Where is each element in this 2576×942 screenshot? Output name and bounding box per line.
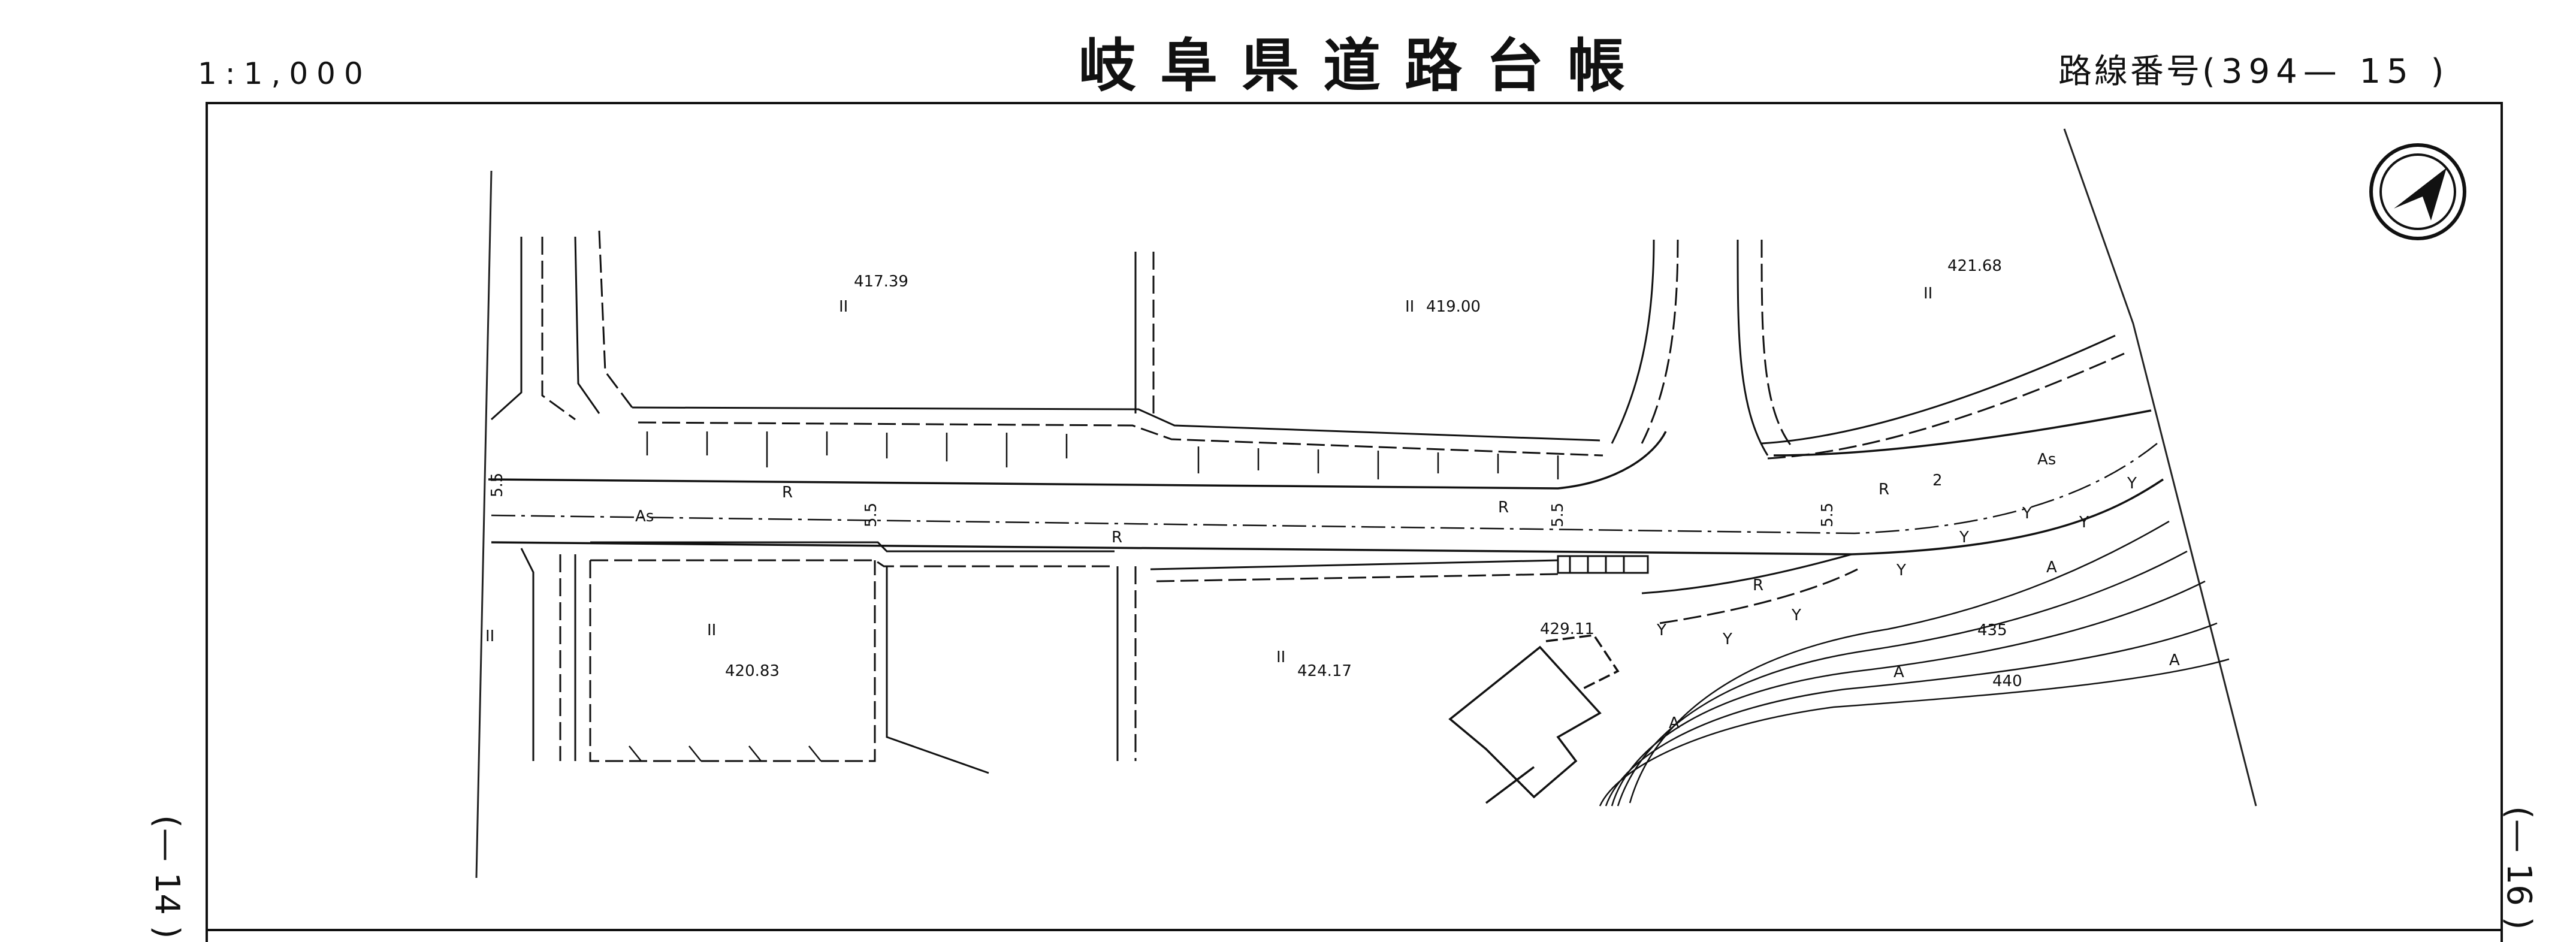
sheet-frame	[206, 102, 2503, 942]
tree-mark: Y	[2022, 505, 2032, 523]
width-mark: 5.5	[488, 473, 506, 497]
contour-label: 435	[1977, 621, 2007, 639]
elevation-label: 417.39	[854, 273, 908, 291]
tree-mark: Y	[2127, 475, 2137, 493]
width-mark: 5.5	[862, 503, 880, 527]
south-sidewalk	[590, 541, 1858, 624]
tree-mark: Y	[1656, 621, 1666, 639]
tree-mark: Y	[1896, 561, 1906, 579]
main-road	[488, 409, 2164, 555]
flat-mark: II	[839, 298, 848, 316]
contour-label: 440	[1992, 672, 2022, 690]
slope-hatching	[629, 431, 1559, 762]
flat-mark: II	[1276, 648, 1285, 666]
side-streets	[490, 230, 1793, 774]
elevation-label: 429.11	[1540, 620, 1594, 638]
flat-mark: II	[485, 627, 494, 645]
slope-mark: A	[1669, 714, 1680, 732]
tree-mark: Y	[2079, 514, 2089, 532]
route-number-box: 路線番号(394— 15 )	[2058, 55, 2450, 89]
adjacent-sheet-right: (— 16 )	[2499, 806, 2538, 930]
north-arrow-icon	[2369, 143, 2466, 240]
route-number: (394— 15 )	[2202, 52, 2450, 91]
adjacent-sheet-left: (— 14 )	[147, 815, 186, 939]
curb-mark: R	[1498, 499, 1509, 517]
flat-mark: II	[707, 621, 716, 639]
north-sidewalk	[632, 334, 2125, 460]
pavement-mark: As	[635, 508, 654, 526]
width-mark: 5.5	[1819, 503, 1837, 527]
tree-mark: Y	[1959, 529, 1969, 547]
curb-mark: R	[1112, 529, 1122, 547]
width-mark: 2	[1932, 472, 1943, 490]
map-scale: 1:1,000	[198, 56, 372, 91]
pavement-mark: As	[2037, 451, 2056, 469]
slope-mark: A	[2169, 651, 2180, 669]
area-boundary	[475, 128, 2257, 878]
building-outlines	[1448, 634, 1620, 804]
curb-mark: R	[1879, 481, 1889, 499]
flat-mark: II	[1923, 285, 1932, 303]
flat-mark: II	[1405, 298, 1414, 316]
page-title: 岐阜県道路台帳	[1079, 32, 1649, 99]
elevation-label: 421.68	[1947, 257, 2002, 275]
contour-lines	[1599, 520, 2230, 807]
tree-mark: Y	[1791, 606, 1801, 624]
slope-mark: A	[2046, 558, 2057, 576]
elevation-label: 424.17	[1297, 662, 1352, 680]
elevation-label: 419.00	[1426, 298, 1481, 316]
width-mark: 5.5	[1549, 503, 1567, 527]
route-label: 路線番号	[2058, 52, 2202, 91]
curb-mark: R	[1753, 576, 1763, 594]
curb-mark: R	[782, 484, 793, 502]
retaining-wall	[1557, 555, 1649, 574]
elevation-label: 420.83	[725, 662, 780, 680]
map-annotations: 417.39 419.00 421.68 420.83 424.17 429.1…	[485, 257, 2180, 732]
slope-mark: A	[1894, 663, 1904, 681]
tree-mark: Y	[1722, 630, 1732, 648]
